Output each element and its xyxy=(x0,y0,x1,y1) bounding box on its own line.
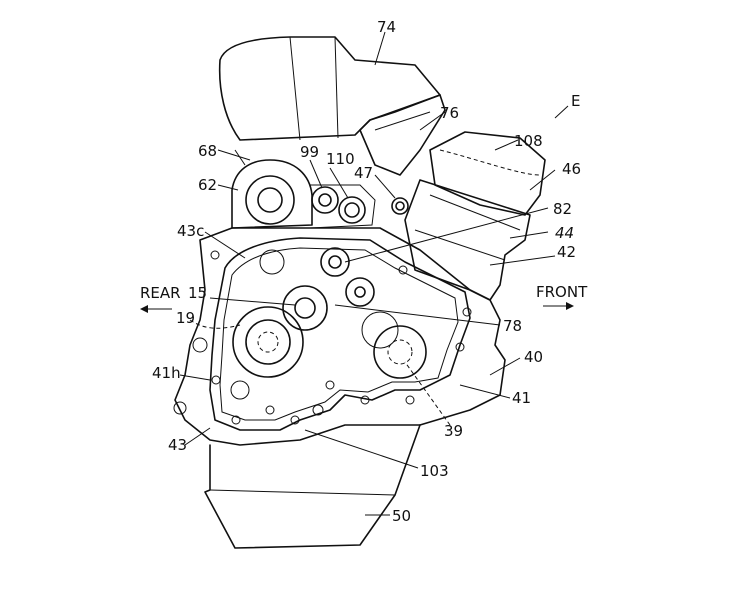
label-42: 42 xyxy=(557,243,576,261)
oil-pan xyxy=(204,424,421,549)
internal-gears xyxy=(232,247,427,379)
pulleys xyxy=(309,184,409,229)
label-99: 99 xyxy=(300,143,319,161)
label-19: 19 xyxy=(176,309,195,327)
bolt-holes xyxy=(173,250,472,425)
label-78: 78 xyxy=(503,317,522,335)
airbox xyxy=(218,36,441,141)
label-E: E xyxy=(571,92,580,110)
label-rear: REAR xyxy=(140,284,181,302)
label-15: 15 xyxy=(188,284,207,302)
label-front: FRONT xyxy=(536,283,588,301)
label-46: 46 xyxy=(562,160,581,178)
label-62: 62 xyxy=(198,176,217,194)
label-43: 43 xyxy=(168,436,187,454)
reference-labels: 74 76 E 108 46 68 99 110 47 62 82 43c 44… xyxy=(140,18,588,525)
label-41h: 41h xyxy=(152,364,181,382)
label-47: 47 xyxy=(354,164,373,182)
label-40: 40 xyxy=(524,348,543,366)
cylinder-head-cover xyxy=(429,131,546,216)
label-110: 110 xyxy=(326,150,355,168)
label-103: 103 xyxy=(420,462,449,480)
leader-lines xyxy=(179,31,569,516)
label-76: 76 xyxy=(440,104,459,122)
label-41: 41 xyxy=(512,389,531,407)
label-74: 74 xyxy=(377,18,396,36)
cam-drive-upper xyxy=(231,149,313,229)
direction-arrows xyxy=(140,302,574,313)
label-44: 44 xyxy=(555,224,574,242)
label-68: 68 xyxy=(198,142,217,160)
label-43c: 43c xyxy=(177,222,204,240)
intake-duct xyxy=(359,94,446,176)
side-cover-outline xyxy=(209,237,471,431)
label-108: 108 xyxy=(514,132,543,150)
label-39: 39 xyxy=(444,422,463,440)
label-82: 82 xyxy=(553,200,572,218)
label-50: 50 xyxy=(392,507,411,525)
